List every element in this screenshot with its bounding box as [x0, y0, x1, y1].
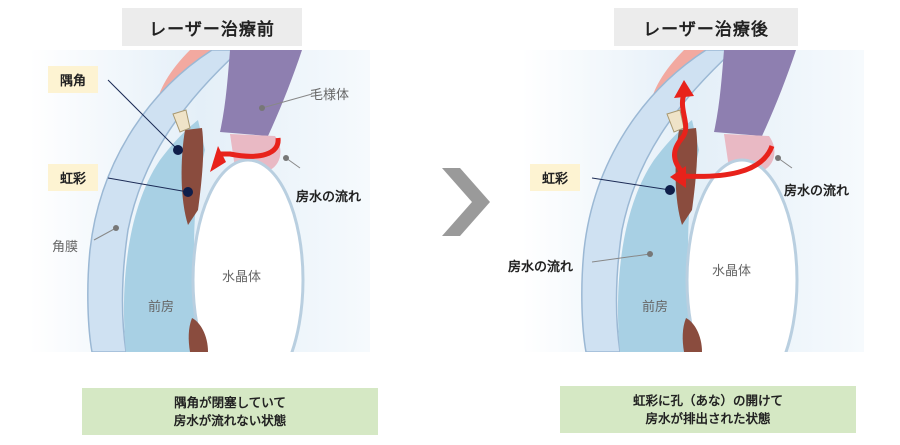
lens-shape: [191, 158, 305, 352]
aqueous-flow-arrowhead-2: [674, 80, 694, 98]
label-iris-before: 虹彩: [48, 164, 99, 191]
iris-dot: [665, 185, 675, 195]
label-anterior-chamber-before: 前房: [148, 300, 175, 315]
trabecular-mesh: [172, 109, 191, 133]
label-aqueous-flow-before: 房水の流れ: [296, 190, 362, 205]
label-lens-after: 水晶体: [712, 264, 752, 279]
caption-before: 隅角が閉塞していて 房水が流れない状態: [82, 388, 378, 435]
iris-lower: [682, 318, 702, 352]
label-lens-before: 水晶体: [222, 270, 262, 285]
ciliary-body: [220, 50, 302, 136]
aqueous-flow-arrow-2: [672, 93, 689, 174]
title-after: レーザー治療後: [614, 8, 798, 46]
caption-after: 虹彩に孔（あな）の開けて 房水が排出された状態: [560, 386, 856, 433]
cornea: [581, 50, 736, 352]
iris-dot: [183, 187, 193, 197]
aqueous-flow-arrow: [220, 137, 281, 159]
lens-shape: [685, 158, 799, 352]
label-aqueous-flow-left: 房水の流れ: [508, 260, 574, 275]
label-aqueous-flow-right: 房水の流れ: [784, 184, 850, 199]
caption-before-line-1: 隅角が閉塞していて: [174, 394, 286, 410]
aqueous-flow-arrow-1: [681, 144, 775, 179]
label-cornea: 角膜: [52, 240, 79, 255]
cornea: [87, 50, 242, 352]
caption-before-line-2: 房水が流れない状態: [173, 412, 287, 428]
iris-lower: [188, 318, 208, 352]
title-before: レーザー治療前: [122, 8, 302, 46]
ciliary-body: [714, 50, 796, 136]
angle-dot: [173, 145, 183, 155]
label-angle: 隅角: [48, 66, 99, 93]
caption-after-line-2: 房水が排出された状態: [645, 410, 771, 426]
chevron-right-icon: [442, 168, 490, 236]
label-ciliary-body: 毛様体: [310, 88, 350, 103]
aqueous-flow-arrowhead: [210, 146, 226, 172]
caption-after-line-1: 虹彩に孔（あな）の開けて: [632, 392, 783, 408]
label-anterior-chamber-after: 前房: [642, 300, 669, 315]
diagram-after: [522, 50, 864, 352]
diagram-before: [30, 50, 370, 352]
label-iris-after: 虹彩: [530, 164, 581, 191]
iris-shape: [181, 128, 204, 225]
